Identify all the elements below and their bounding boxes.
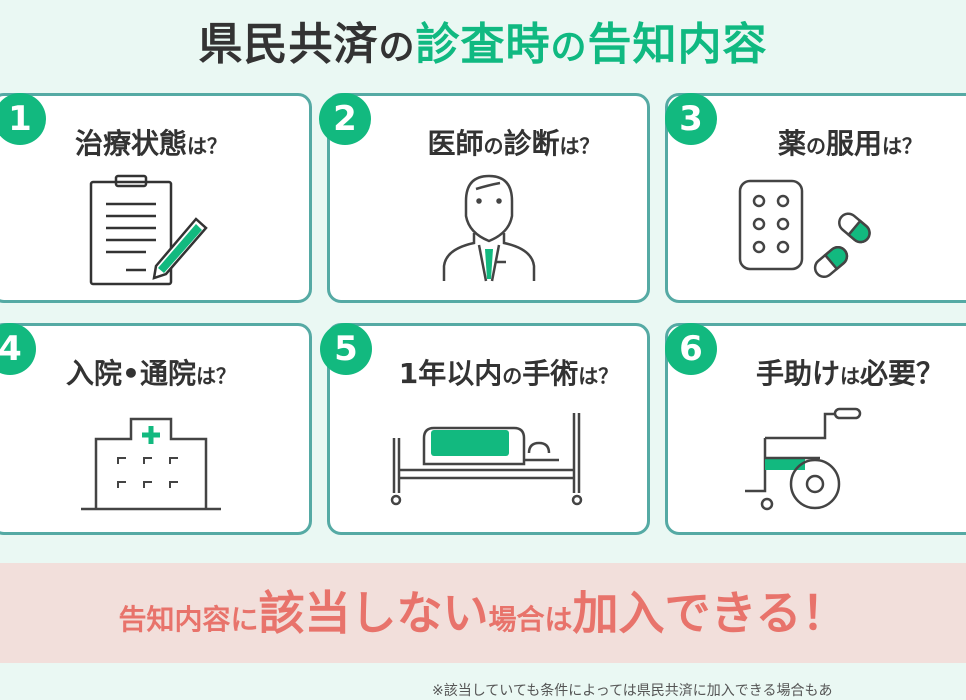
hospital-bed-icon <box>390 413 582 506</box>
title-part: 診査時 <box>415 19 551 70</box>
title-part: 県民共済 <box>198 19 379 70</box>
card-title-main: 服用 <box>826 127 883 160</box>
card-title-main: 入院•通院 <box>66 357 196 390</box>
card-title-suffix: の <box>806 134 826 158</box>
card-title-suffix: は？ <box>578 364 619 388</box>
hospital-icon <box>81 417 221 511</box>
title-part: の <box>550 27 588 68</box>
title-part: の <box>378 27 416 68</box>
step-number-badge: 2 <box>319 93 371 145</box>
card-title-suffix: の <box>502 364 523 388</box>
card-title-main: 薬 <box>777 127 806 160</box>
card-surgery: 1年以内の手術は？ <box>327 323 650 535</box>
card-title-main: 手術 <box>522 357 579 390</box>
step-number-badge: 1 <box>0 93 46 145</box>
card-title-main: 医師 <box>427 127 484 160</box>
banner-emphasis: 加入できる！ <box>572 586 848 640</box>
card-title-main: 診断 <box>503 127 560 160</box>
card-title-suffix: の <box>483 134 504 158</box>
clipboard-pencil-icon <box>89 174 208 286</box>
card-title-suffix: は？ <box>882 134 923 158</box>
doctor-icon <box>442 174 535 282</box>
step-number-badge: 3 <box>665 93 717 145</box>
banner-emphasis: 該当しない <box>258 586 489 640</box>
card-title: 1年以内の手術は？ <box>330 352 647 392</box>
card-hospitalization: 入院•通院は？ <box>0 323 312 535</box>
card-title-main: 1年以内 <box>398 357 503 390</box>
card-title-main: 治療状態 <box>74 127 187 160</box>
card-title-main: 必要？ <box>860 357 945 390</box>
card-title: 治療状態は？ <box>0 122 309 162</box>
card-treatment-status: 治療状態は？ <box>0 93 312 303</box>
footnote: ※該当していても条件によっては県民共済に加入できる場合もあ <box>432 683 833 699</box>
eligibility-banner: 告知内容に該当しない場合は加入できる！ <box>0 563 966 663</box>
step-number-badge: 6 <box>665 323 717 375</box>
pills-icon <box>738 179 871 279</box>
title-part: 告知内容 <box>587 19 768 70</box>
card-title: 医師の診断は？ <box>330 122 647 162</box>
card-title: 薬の服用は？ <box>668 122 966 162</box>
card-title-suffix: は？ <box>187 134 227 158</box>
banner-text: 場合は <box>488 603 573 636</box>
card-title-suffix: は <box>840 364 860 388</box>
page-title: 県民共済の診査時の告知内容 <box>0 8 966 72</box>
card-title-suffix: は？ <box>559 134 600 158</box>
wheelchair-icon <box>745 407 862 511</box>
card-title-main: 手助け <box>755 357 840 390</box>
card-title-suffix: は？ <box>195 364 236 388</box>
banner-text: 告知内容に <box>118 603 259 636</box>
step-number-badge: 5 <box>320 323 372 375</box>
card-doctor-diagnosis: 医師の診断は？ <box>327 93 650 303</box>
card-title: 手助けは必要？ <box>668 352 966 392</box>
card-title: 入院•通院は？ <box>0 352 309 392</box>
